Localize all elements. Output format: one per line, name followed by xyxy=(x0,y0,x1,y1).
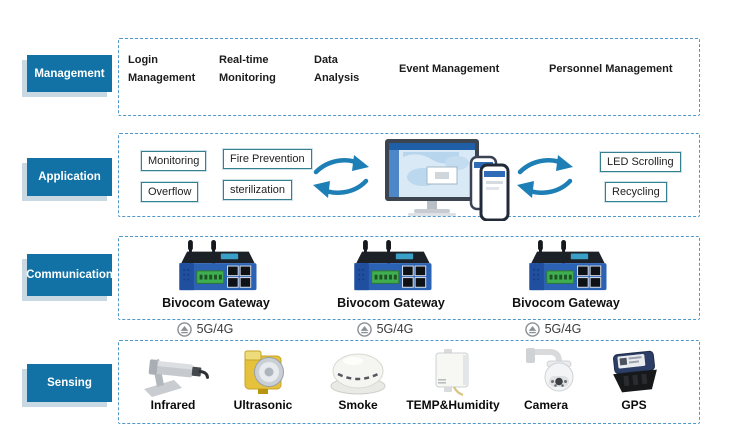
app-box-fire-prevention: Fire Prevention xyxy=(223,149,312,169)
app-box-led-scrolling: LED Scrolling xyxy=(600,152,681,172)
ptz-camera-image xyxy=(501,347,591,397)
sensor-cell: Smoke xyxy=(313,347,403,412)
uplink-label: 5G/4G xyxy=(544,322,582,336)
sync-arrows-icon xyxy=(513,150,577,204)
management-layer-panel: Login Management Real-time Monitoring Da… xyxy=(118,38,700,116)
management-item-event-management: Event Management xyxy=(399,63,500,75)
upload-icon xyxy=(356,321,372,337)
app-box-recycling: Recycling xyxy=(605,182,667,202)
sensor-label: Camera xyxy=(523,398,569,412)
communication-layer-panel: Bivocom Gateway xyxy=(118,236,700,320)
gateway-label: Bivocom Gateway xyxy=(512,296,620,310)
management-item-data-analysis: Data Analysis xyxy=(314,54,360,84)
management-item-realtime-monitoring: Real-time Monitoring xyxy=(219,54,276,84)
sensor-label: Infrared xyxy=(150,398,196,412)
gateway-cell: Bivocom Gateway xyxy=(321,240,461,310)
upload-icon xyxy=(176,321,192,337)
upload-icon xyxy=(524,321,540,337)
uplink-5g4g: 5G/4G xyxy=(150,320,260,338)
smoke-detector-image xyxy=(313,347,403,397)
sensor-cell: GPS xyxy=(589,347,679,412)
layer-label-communication: Communication xyxy=(26,254,113,296)
sensor-cell: TEMP&Humidity xyxy=(398,347,508,412)
temp-humidity-sensor-image xyxy=(398,347,508,397)
app-box-sterilization: sterilization xyxy=(223,180,293,200)
ultrasonic-sensor-image xyxy=(218,347,308,397)
gps-tracker-image xyxy=(589,347,679,397)
gateway-cell: Bivocom Gateway xyxy=(496,240,636,310)
application-layer-panel: Monitoring Fire Prevention Overflow ster… xyxy=(118,133,700,221)
sensor-label: Smoke xyxy=(338,398,378,412)
sensor-label: TEMP&Humidity xyxy=(406,398,500,412)
sensor-cell: Infrared xyxy=(128,347,218,412)
sensor-label: Ultrasonic xyxy=(233,398,293,412)
uplink-5g4g: 5G/4G xyxy=(498,320,608,338)
sensor-cell: Ultrasonic xyxy=(218,347,308,412)
uplink-5g4g: 5G/4G xyxy=(330,320,440,338)
gateway-cell: Bivocom Gateway xyxy=(146,240,286,310)
sensing-layer-panel: Infrared Ultrasonic xyxy=(118,340,700,424)
infrared-sensor-image xyxy=(128,347,218,397)
gateway-device-image xyxy=(321,240,461,294)
layer-label-management: Management xyxy=(27,55,112,92)
sensor-label: GPS xyxy=(621,398,647,412)
app-box-overflow: Overflow xyxy=(141,182,199,202)
management-item-login: Login Management xyxy=(128,54,196,84)
uplink-label: 5G/4G xyxy=(376,322,414,336)
sync-arrows-icon xyxy=(309,150,373,204)
app-box-monitoring: Monitoring xyxy=(141,151,207,171)
layer-label-sensing: Sensing xyxy=(27,364,112,402)
gateway-device-image xyxy=(146,240,286,294)
gateway-device-image xyxy=(496,240,636,294)
monitor-and-phones-image xyxy=(383,137,511,221)
uplink-label: 5G/4G xyxy=(196,322,234,336)
management-item-personnel-management: Personnel Management xyxy=(549,63,673,75)
layer-label-application: Application xyxy=(27,158,112,196)
sensor-cell: Camera xyxy=(501,347,591,412)
gateway-label: Bivocom Gateway xyxy=(337,296,445,310)
gateway-label: Bivocom Gateway xyxy=(162,296,270,310)
